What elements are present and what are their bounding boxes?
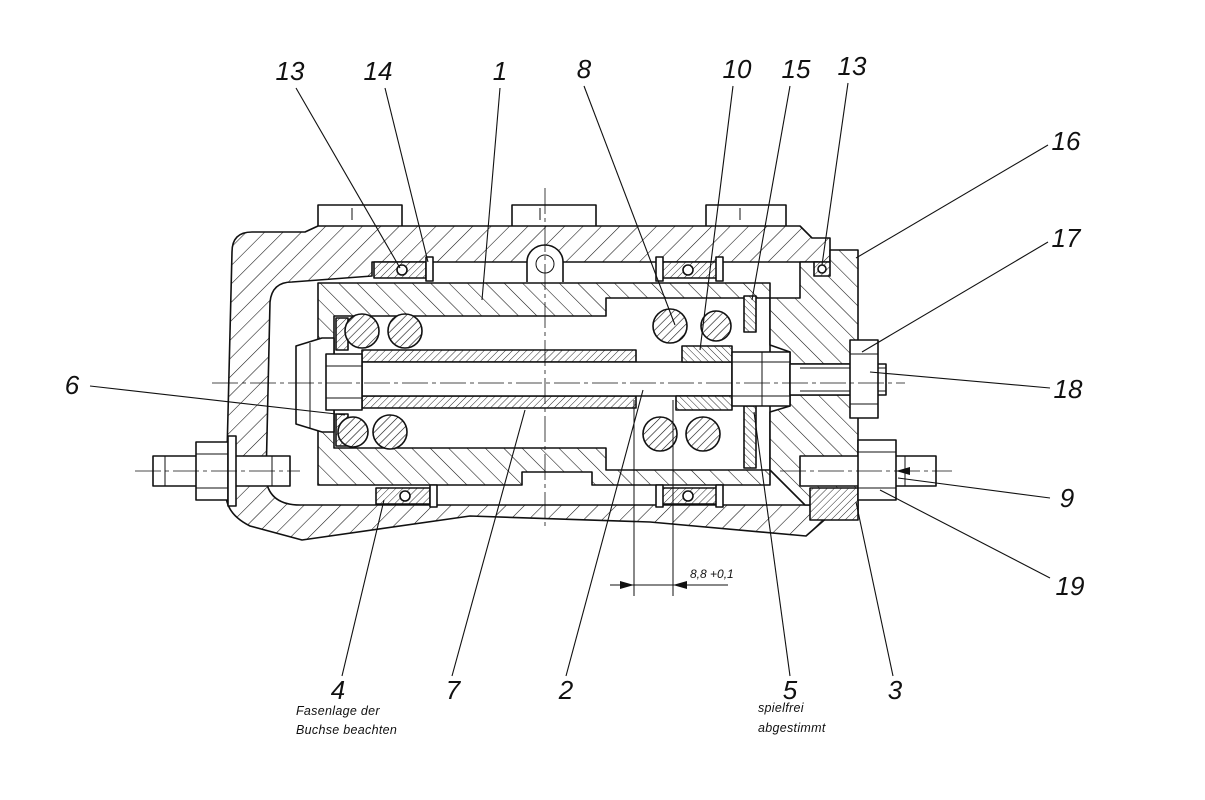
clip-bottom-right-1 [655,484,664,508]
leader-6 [89,385,346,416]
leader-16 [855,144,1049,259]
leader-17 [861,241,1049,353]
left-end-cap [295,337,335,433]
shaft-part-2 [361,361,733,397]
leader-7 [451,409,526,677]
roller-right-top-2 [700,310,732,342]
dimension-group: 8,8 +0,1 [610,400,734,596]
nut-part-17 [849,339,879,419]
shaft-head [325,353,363,411]
o-ring-top-right [682,264,694,276]
leader-lines [89,82,1051,677]
callout-4: 4 [331,675,345,705]
callout-18: 18 [1054,374,1083,404]
nut-part-19 [857,439,897,501]
callout-16: 16 [1052,126,1081,156]
leader-14 [384,87,429,263]
callout-labels: 13 14 1 8 10 15 13 16 17 6 18 9 19 4 7 2… [65,51,1085,705]
callout-15: 15 [782,54,811,84]
clip-bottom-right-2 [715,484,724,508]
roller-left-top-1 [344,313,380,349]
roller-right-bottom-2 [685,416,721,452]
leader-4 [341,499,385,677]
bolt-assembly [731,339,887,419]
callout-6: 6 [65,370,80,400]
callout-19: 19 [1056,571,1085,601]
leader-13-left [295,87,401,269]
leader-10 [699,85,734,351]
note-part-4-line-1: Fasenlage der [296,704,380,718]
note-part-5-line-1: spielfrei [758,701,805,715]
centerlines [135,188,952,530]
roller-left-bottom-2 [372,414,408,450]
leader-9 [897,477,1051,499]
callout-7: 7 [446,675,462,705]
roller-right-top-1 [652,308,688,344]
dimension-arrow-right [673,581,687,589]
roller-left-bottom-1 [337,416,369,448]
callout-10: 10 [723,54,752,84]
callout-2: 2 [558,675,574,705]
rolling-elements [337,308,732,452]
clip-top-right-2 [715,256,724,282]
leader-2 [565,389,644,677]
clip-top-left [425,256,434,282]
leader-13-right [821,82,849,266]
shaft-assembly [295,337,733,433]
leader-5 [753,411,791,677]
callout-13-left: 13 [276,56,305,86]
callout-1: 1 [493,56,507,86]
o-ring-part-13-top-right [817,264,827,274]
leader-15 [751,85,791,301]
notes: Fasenlage der Buchse beachten spielfrei … [296,701,826,737]
seals [373,256,831,508]
leader-3 [855,501,894,677]
bolt-collar [731,351,791,407]
leader-19 [879,489,1051,579]
o-ring-bottom-left [399,490,411,502]
clip-bottom-left [429,484,438,508]
note-part-4-line-2: Buchse beachten [296,723,397,737]
callout-8: 8 [577,54,592,84]
callout-9: 9 [1060,483,1074,513]
dimension-value: 8,8 +0,1 [690,567,734,581]
leader-8 [583,85,676,326]
roller-right-bottom-1 [642,416,678,452]
leader-18 [869,371,1051,389]
collar-part-10-bottom [675,395,733,411]
callout-5: 5 [783,675,798,705]
note-part-5-line-2: abgestimmt [758,721,826,735]
dimension-arrow-left [620,581,634,589]
clip-top-right-1 [655,256,664,282]
callout-3: 3 [888,675,903,705]
callout-17: 17 [1052,223,1082,253]
callout-14: 14 [364,56,393,86]
o-ring-bottom-right [682,490,694,502]
tube-part-7-top [361,349,637,363]
tube-part-7-bottom [361,395,637,409]
housing-boss-middle [511,204,597,228]
washer-part-3 [809,487,859,521]
housing-boss-left [317,204,403,228]
callout-13-right: 13 [838,51,867,81]
roller-left-top-2 [387,313,423,349]
spacer-part-15 [743,295,757,333]
leader-1 [481,87,501,301]
collar-part-10-top [681,345,733,363]
